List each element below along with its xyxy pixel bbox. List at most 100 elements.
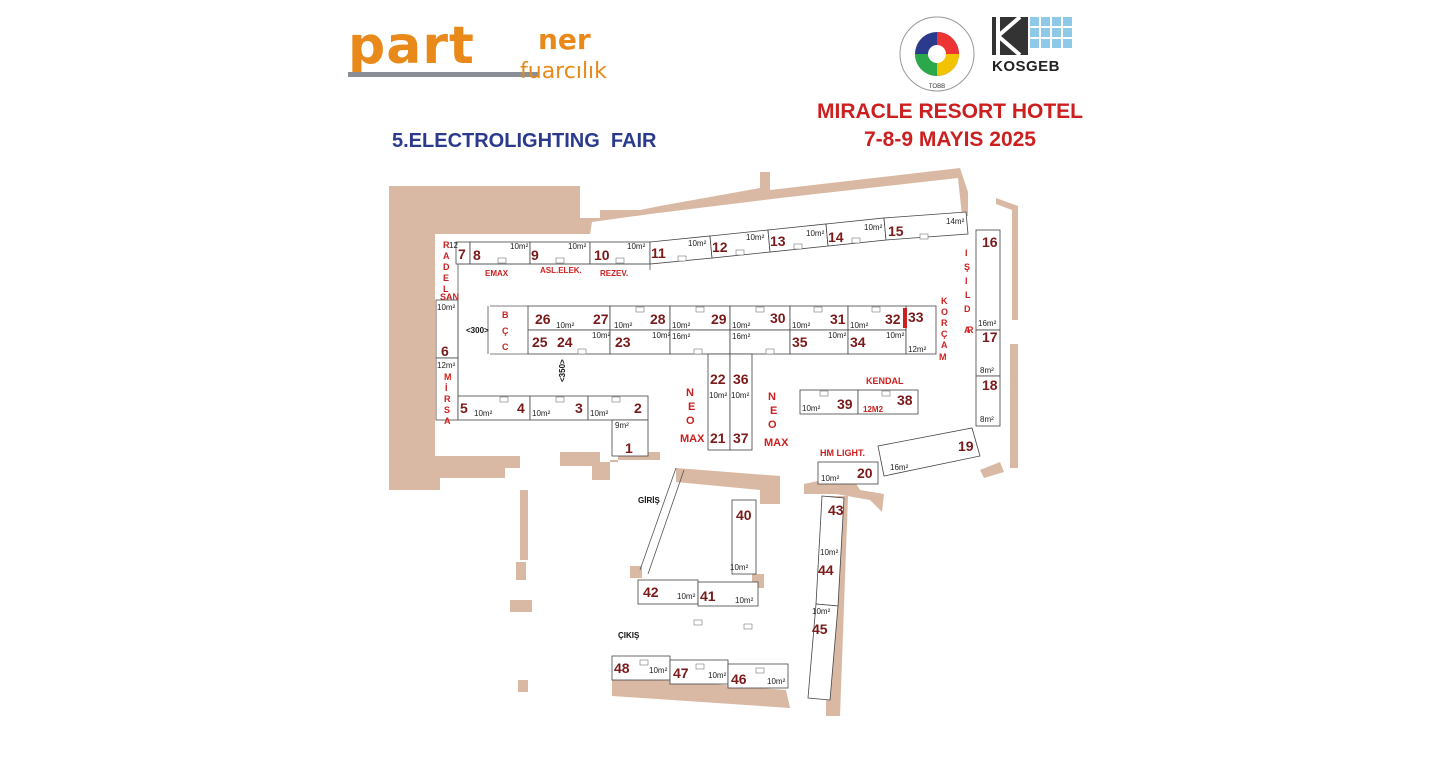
area-39: 10m² (802, 404, 821, 413)
booth-14[interactable]: 14 (828, 229, 844, 245)
booth-42[interactable]: 42 (643, 584, 659, 600)
exit-label: ÇIKIŞ (618, 631, 640, 640)
entrance-label: GİRİŞ (638, 496, 660, 505)
area-44: 10m² (812, 607, 831, 616)
booth-23[interactable]: 23 (615, 334, 631, 350)
booth-29[interactable]: 29 (711, 311, 727, 327)
booth-28[interactable]: 28 (650, 311, 666, 327)
booth-3[interactable]: 3 (575, 400, 583, 416)
neo-right-n: N (768, 391, 776, 403)
booth-2[interactable]: 2 (634, 400, 642, 416)
booth-numbers: 7 8 9 10 11 12 13 14 15 16 17 18 26 27 2… (441, 223, 998, 687)
area-16: 16m² (978, 319, 997, 328)
mirsa-letter-5: A (444, 416, 451, 426)
neo-left-o: O (686, 415, 695, 427)
booth-25[interactable]: 25 (532, 334, 548, 350)
korcam-letter-6: M (939, 352, 947, 362)
booth-37[interactable]: 37 (733, 430, 749, 446)
radel-letter-1: R (443, 240, 450, 250)
booth-21[interactable]: 21 (710, 430, 726, 446)
booth-16[interactable]: 16 (982, 234, 998, 250)
mirsa-letter-2: İ (445, 383, 448, 393)
korcam-letter-4: Ç (941, 329, 948, 339)
area-4: 10m² (532, 409, 551, 418)
area-12: 10m² (746, 233, 765, 242)
area-26: 10m² (556, 321, 575, 330)
radel-letter-6: SAN (440, 292, 459, 302)
area-11: 10m² (688, 239, 707, 248)
booth-5[interactable]: 5 (460, 400, 468, 416)
booth-sockets (497, 233, 929, 674)
booth-32[interactable]: 32 (885, 311, 901, 327)
booth-18[interactable]: 18 (982, 377, 998, 393)
area-10: 10m² (627, 242, 646, 251)
booth-8[interactable]: 8 (473, 247, 481, 263)
booth-41[interactable]: 41 (700, 588, 716, 604)
booth-30[interactable]: 30 (770, 310, 786, 326)
red-marker (903, 308, 907, 328)
booth-31[interactable]: 31 (830, 311, 846, 327)
booth-22[interactable]: 22 (710, 371, 726, 387)
area-27: 10m² (614, 321, 633, 330)
booth-4[interactable]: 4 (517, 400, 525, 416)
booth-34[interactable]: 34 (850, 334, 866, 350)
booth-38[interactable]: 38 (897, 392, 913, 408)
booth-47[interactable]: 47 (673, 665, 689, 681)
booth-19[interactable]: 19 (958, 438, 974, 454)
booth-15[interactable]: 15 (888, 223, 904, 239)
booth-13[interactable]: 13 (770, 233, 786, 249)
booth-33[interactable]: 33 (908, 309, 924, 325)
dimension-300: <300> (466, 326, 489, 335)
venue-dates: 7-8-9 MAYIS 2025 (864, 128, 1036, 151)
booth-26[interactable]: 26 (535, 311, 551, 327)
booth-11[interactable]: 11 (651, 245, 666, 261)
booth-6[interactable]: 6 (441, 343, 449, 359)
booth-27[interactable]: 27 (593, 311, 609, 327)
radel-letter-2: A (443, 251, 450, 261)
booth-44[interactable]: 44 (818, 562, 834, 578)
area-35: 10m² (828, 331, 847, 340)
booth-45[interactable]: 45 (812, 621, 828, 637)
booth-40[interactable]: 40 (736, 507, 752, 523)
booth-46[interactable]: 46 (731, 671, 747, 687)
area-6a: 10m² (437, 303, 456, 312)
dimension-350: <350> (558, 359, 567, 382)
korcam-letter-1: K (941, 296, 948, 306)
kosgeb-text: KOSGEB (992, 58, 1061, 75)
radel-letter-3: D (443, 262, 450, 272)
area-42: 10m² (677, 592, 696, 601)
area-17: 8m² (980, 366, 994, 375)
area-40: 10m² (730, 563, 749, 572)
mirsa-letter-4: S (444, 405, 450, 415)
neo-right-max: MAX (764, 437, 789, 449)
booth-36[interactable]: 36 (733, 371, 749, 387)
isildar-letter-4: L (965, 290, 971, 300)
booth-48[interactable]: 48 (614, 660, 630, 676)
booth-35[interactable]: 35 (792, 334, 808, 350)
booth-17[interactable]: 17 (982, 329, 998, 345)
logo-fuarcilik-text: fuarcılık (520, 59, 607, 84)
area-33: 12m² (908, 345, 927, 354)
radel-letter-4: E (443, 273, 449, 283)
booth-43[interactable]: 43 (828, 502, 844, 518)
booth-39[interactable]: 39 (837, 396, 853, 412)
radel-letter-5: L (443, 284, 449, 294)
kosgeb-logo-icon (992, 15, 1072, 57)
exhibitor-labels: EMAX ASL.ELEK. REZEV. KENDAL HM LIGHT. R… (440, 240, 974, 458)
area-20: 10m² (821, 474, 840, 483)
area-32: 10m² (886, 331, 905, 340)
isildar-letter-6: A (964, 325, 971, 335)
area-31: 10m² (850, 321, 869, 330)
booth-9[interactable]: 9 (531, 247, 539, 263)
logo-part-text: part (348, 16, 475, 76)
booth-7[interactable]: 7 (458, 246, 466, 262)
area-30: 10m² (792, 321, 811, 330)
booth-1[interactable]: 1 (625, 440, 633, 456)
booth-12[interactable]: 12 (712, 239, 728, 255)
venue-block: MIRACLE RESORT HOTEL 7-8-9 MAYIS 2025 (800, 98, 1100, 154)
booth-10[interactable]: 10 (594, 247, 610, 263)
isildar-letter-3: I (965, 276, 968, 286)
booth-20[interactable]: 20 (857, 465, 873, 481)
booth-24[interactable]: 24 (557, 334, 573, 350)
area-23: 16m² (672, 332, 691, 341)
